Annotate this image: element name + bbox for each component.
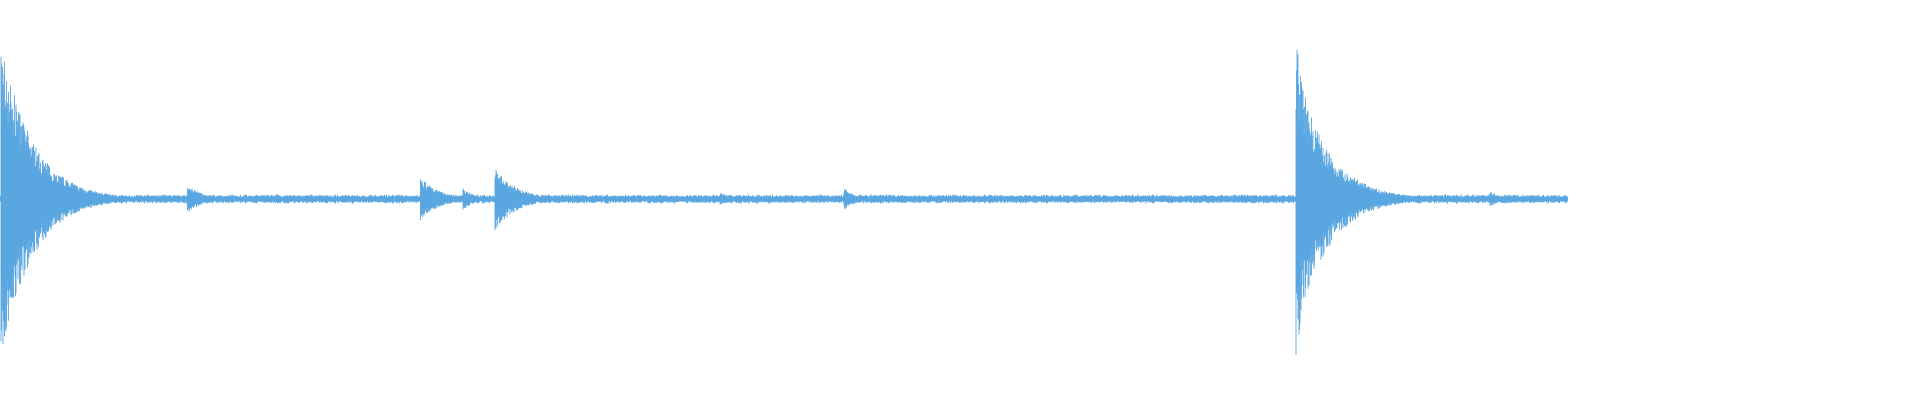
waveform-samples: [0, 49, 1568, 355]
waveform-path: [0, 49, 1568, 355]
